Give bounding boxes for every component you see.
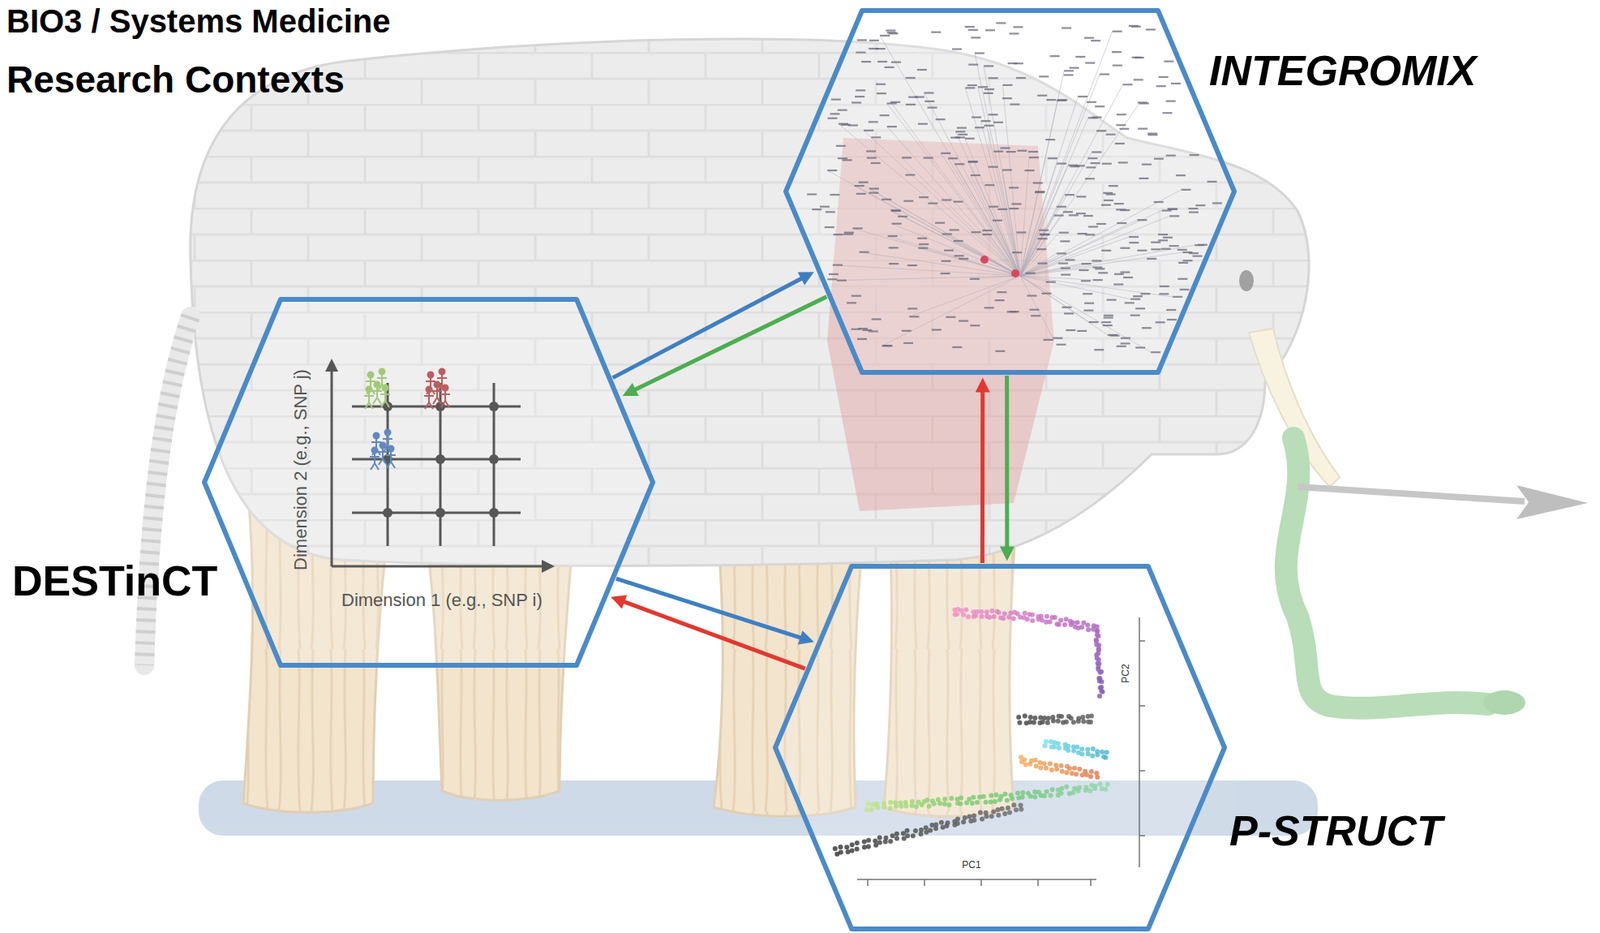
project-hexagon: P-STRUCTPC1PC2 (775, 566, 1225, 929)
project-name: DESTinCT (12, 557, 218, 605)
spear-head (1516, 484, 1588, 520)
hexagon-border (204, 299, 653, 665)
project-hexagon: DESTinCTDimension 2 (e.g., SNP j)Dimensi… (204, 299, 653, 665)
flow-arrow (619, 600, 806, 669)
diagram-title: BIO3 / Systems Medicine (6, 3, 391, 39)
spear-shaft (1297, 486, 1525, 502)
rope-twist (144, 316, 191, 665)
hexagon-border (785, 10, 1235, 373)
hexagon-outline (204, 299, 653, 665)
section-heading: Research Contexts (6, 59, 345, 101)
flow-arrow (613, 276, 807, 378)
axis-label: PC1 (961, 858, 981, 871)
project-hexagon: INTEGROMIX (785, 10, 1235, 373)
hexagon-outline (775, 566, 1225, 929)
rope-tail (144, 316, 191, 665)
flow-arrow (980, 386, 985, 563)
hexagon-outline (785, 10, 1235, 373)
axis-label: Dimension 1 (e.g., SNP i) (341, 589, 543, 611)
axis-label: PC2 (1119, 663, 1132, 683)
axis-label: Dimension 2 (e.g., SNP j) (290, 368, 312, 571)
elephant-eye (1239, 270, 1254, 292)
project-name: INTEGROMIX (1209, 47, 1476, 95)
snake-head (1483, 690, 1526, 715)
hexagon-border (775, 566, 1225, 929)
snake-trunk (1286, 437, 1489, 708)
flow-arrow (630, 296, 827, 392)
flow-arrow (1004, 375, 1009, 552)
project-name: P-STRUCT (1229, 807, 1443, 854)
